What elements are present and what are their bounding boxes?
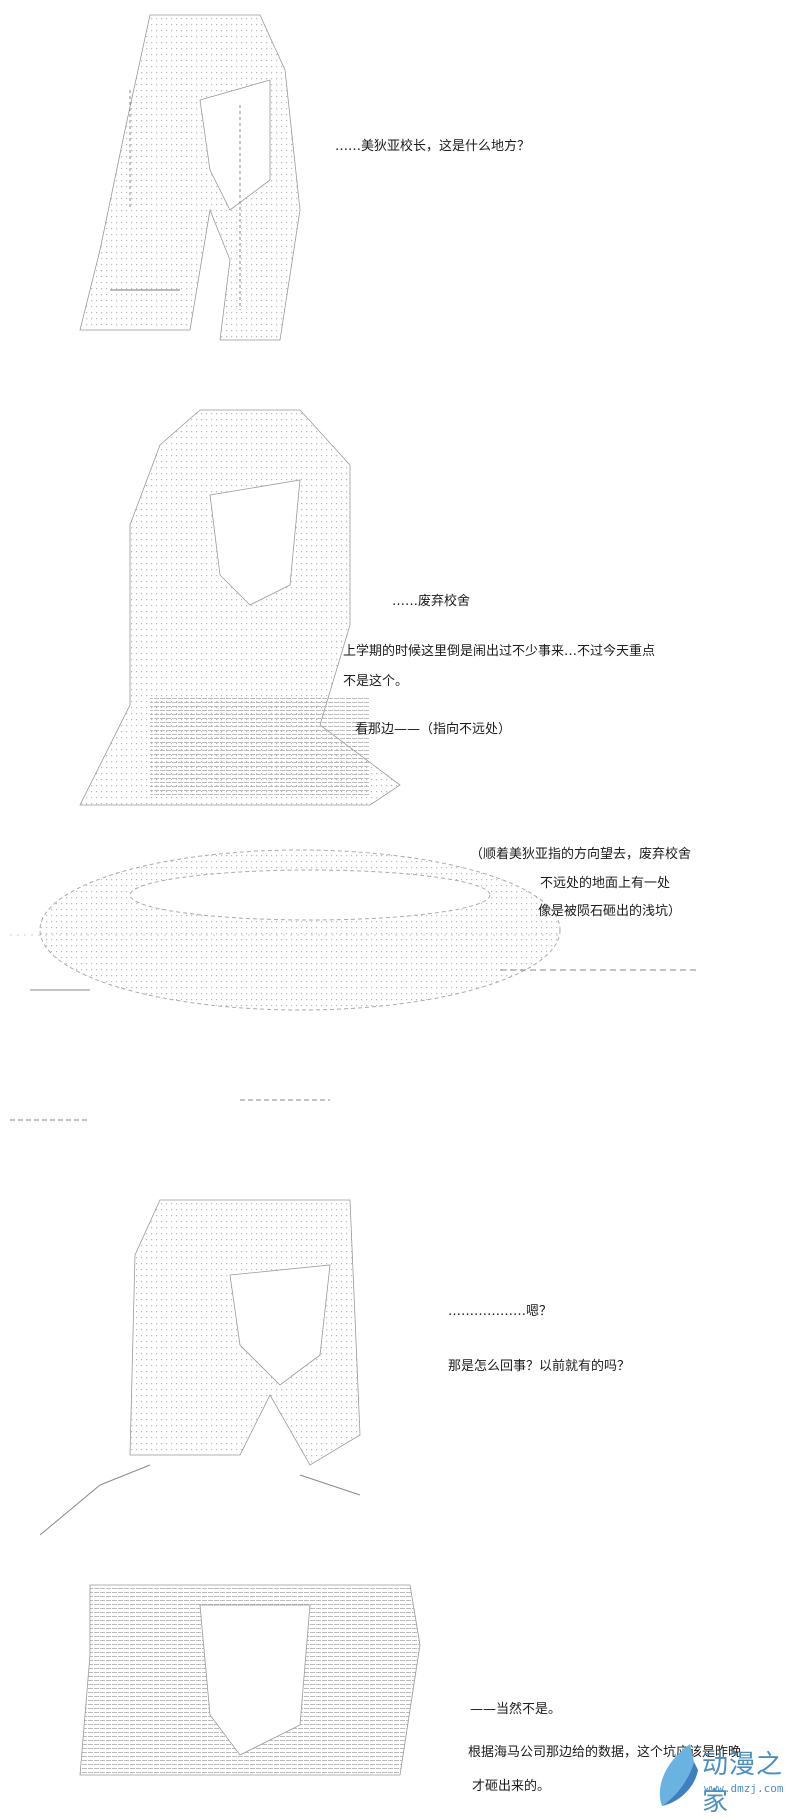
ascii-art-character-2 [79,409,401,806]
dmzj-watermark-logo: 动漫之家 www.dmzj.com [650,1742,800,1817]
dialogue-text: ……废弃校舍 [392,594,471,609]
watermark-url: www.dmzj.com [704,1782,784,1795]
dialogue-text: ——当然不是。 [470,1702,562,1717]
narration-text: 不远处的地面上有一处 [540,876,671,891]
dialogue-text: ………………嗯？ [448,1304,553,1319]
ascii-art-character-3 [40,1199,361,1536]
wing-icon [659,1744,698,1806]
ascii-art-character-4 [79,1584,421,1776]
dialogue-text: 看那边——（指向不远处） [355,722,512,737]
dialogue-text: 那是怎么回事？以前就有的吗？ [448,1359,631,1374]
dialogue-text: 上学期的时候这里倒是闹出过不少事来…不过今天重点 [343,644,656,659]
dialogue-text: 才砸出来的。 [472,1779,551,1794]
narration-text: （顺着美狄亚指的方向望去，废弃校舍 [470,847,692,862]
ascii-art-character-1 [79,14,301,341]
dialogue-text: 根据海马公司那边给的数据，这个坑应该是昨晚 [468,1745,742,1760]
dialogue-text: 不是这个。 [343,674,409,689]
dialogue-text: ……美狄亚校长，这是什么地方？ [335,139,531,154]
narration-text: 像是被陨石砸出的浅坑） [538,904,682,919]
ascii-art-crater [10,849,700,1121]
watermark-name: 动漫之家 [702,1750,784,1817]
